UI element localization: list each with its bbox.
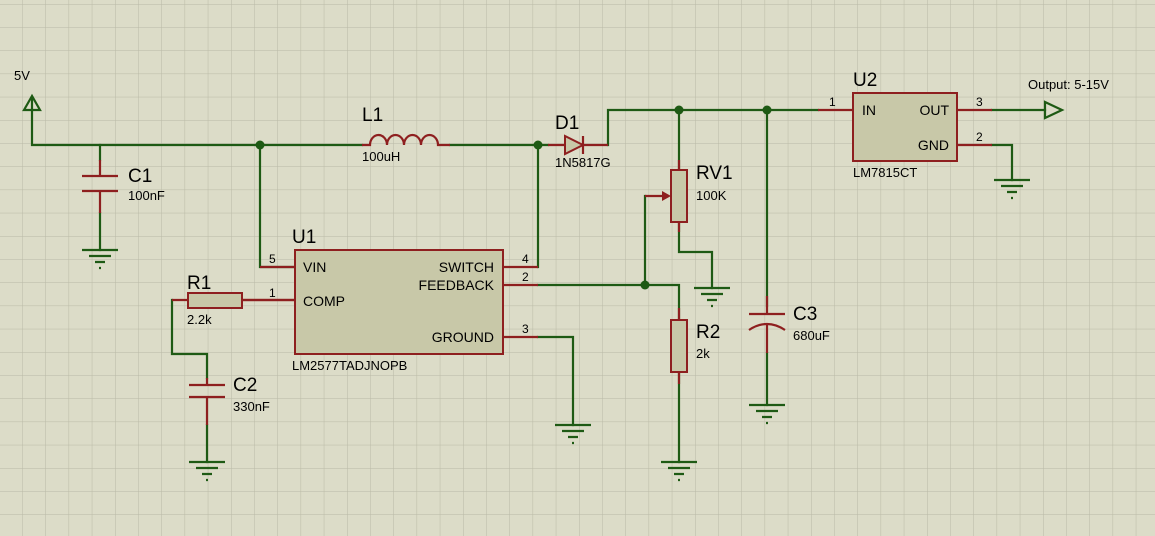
- u1-pin-ground-number: 3: [522, 322, 529, 336]
- u2-pin-in-number: 1: [829, 95, 836, 109]
- supply-label: 5V: [14, 68, 30, 83]
- capacitor-c3[interactable]: C3 680uF: [748, 296, 830, 353]
- ground-symbol: [189, 460, 225, 482]
- capacitor-c1[interactable]: C1 100nF: [82, 160, 165, 213]
- r1-value: 2.2k: [187, 312, 212, 327]
- diode-d1[interactable]: D1 1N5817G: [548, 113, 611, 170]
- u1-ref: U1: [292, 227, 316, 248]
- l1-ref: L1: [362, 105, 383, 126]
- capacitor-c2[interactable]: C2 330nF: [189, 375, 270, 425]
- u1-pin-comp-number: 1: [269, 286, 276, 300]
- d1-ref: D1: [555, 113, 579, 134]
- u1-pin-feedback-number: 2: [522, 270, 529, 284]
- ground-symbol: [749, 403, 785, 425]
- ground-symbol: [555, 423, 591, 445]
- l1-value: 100uH: [362, 149, 400, 164]
- u2-pin-gnd-number: 2: [976, 130, 983, 144]
- c3-value: 680uF: [793, 328, 830, 343]
- u2-pin-gnd-name: GND: [918, 137, 949, 153]
- inductor-l1[interactable]: L1 100uH: [362, 105, 450, 164]
- u2-part: LM7815CT: [853, 165, 917, 180]
- d1-value: 1N5817G: [555, 155, 611, 170]
- resistor-r2[interactable]: R2 2k: [670, 308, 720, 384]
- c1-ref: C1: [128, 166, 152, 187]
- output-label: Output: 5-15V: [1028, 77, 1109, 92]
- rv1-ref: RV1: [696, 163, 733, 184]
- u1-pin-vin-number: 5: [269, 252, 276, 266]
- output-terminal[interactable]: Output: 5-15V: [1028, 77, 1109, 120]
- u2-ref: U2: [853, 70, 877, 91]
- u1-pin-vin-name: VIN: [303, 259, 326, 275]
- ic-u1[interactable]: U1 LM2577TADJNOPB VIN COMP SWITCH FEEDBA…: [242, 227, 538, 373]
- u1-pin-feedback-name: FEEDBACK: [419, 277, 495, 293]
- u1-part: LM2577TADJNOPB: [292, 358, 407, 373]
- c2-value: 330nF: [233, 399, 270, 414]
- c3-ref: C3: [793, 304, 817, 325]
- c2-ref: C2: [233, 375, 257, 396]
- r2-ref: R2: [696, 322, 720, 343]
- ic-u2[interactable]: U2 LM7815CT IN OUT GND 1 3 2: [818, 70, 992, 180]
- potentiometer-rv1[interactable]: RV1 100K: [645, 160, 733, 232]
- ground-symbol: [82, 248, 118, 270]
- u1-pin-ground-name: GROUND: [432, 329, 494, 345]
- u2-pin-out-number: 3: [976, 95, 983, 109]
- u1-pin-switch-name: SWITCH: [439, 259, 494, 275]
- supply-terminal-5v[interactable]: 5V: [14, 68, 42, 112]
- rv1-value: 100K: [696, 188, 727, 203]
- u2-pin-out-name: OUT: [919, 102, 949, 118]
- junctions: [255, 105, 772, 290]
- r1-ref: R1: [187, 273, 211, 294]
- u1-pin-comp-name: COMP: [303, 293, 345, 309]
- c1-value: 100nF: [128, 188, 165, 203]
- r2-value: 2k: [696, 346, 710, 361]
- u2-pin-in-name: IN: [862, 102, 876, 118]
- ground-symbol: [694, 286, 730, 308]
- ground-symbol: [994, 178, 1030, 200]
- ground-symbol: [661, 460, 697, 482]
- u1-pin-switch-number: 4: [522, 252, 529, 266]
